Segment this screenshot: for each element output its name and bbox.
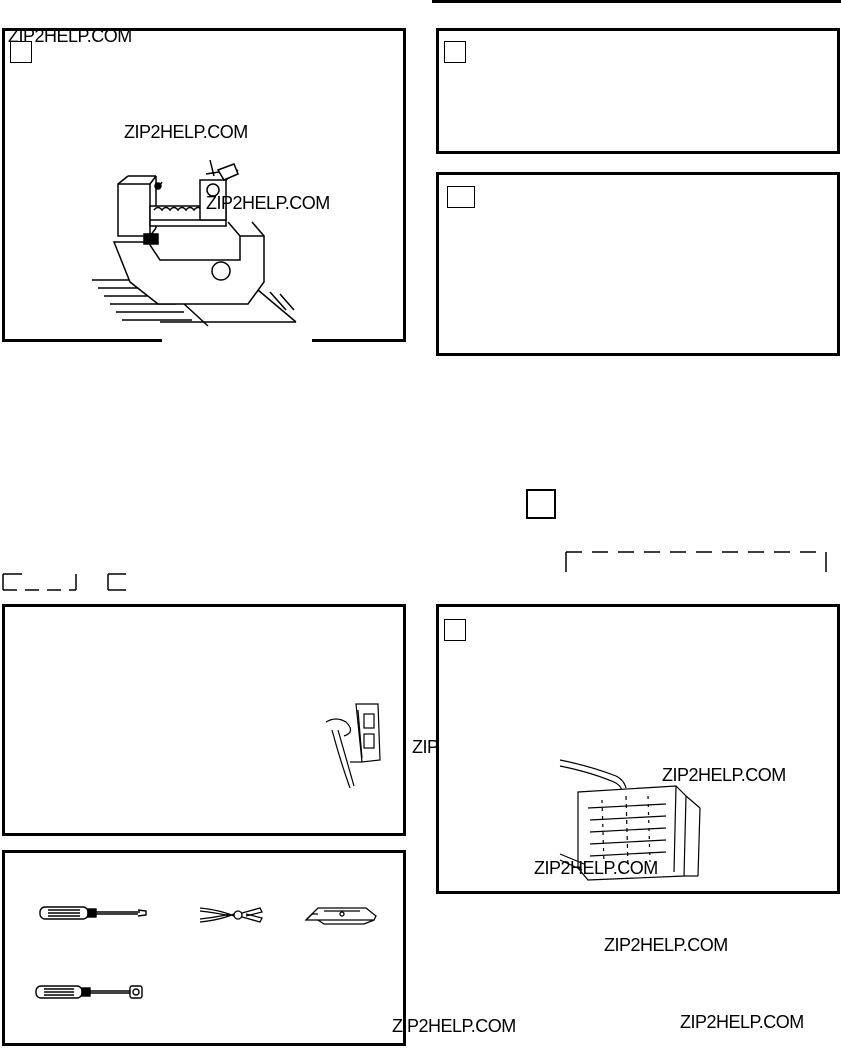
pliers-icon xyxy=(199,907,263,923)
nut-driver-icon xyxy=(35,985,143,999)
step-number-box xyxy=(447,186,475,208)
dashed-bracket-left xyxy=(2,573,126,591)
watermark: ZIP2HELP.COM xyxy=(662,765,786,785)
panel-step-4 xyxy=(2,604,406,836)
panel-tools xyxy=(2,850,406,1046)
watermark: ZIP2HELP.COM xyxy=(604,935,728,955)
utility-knife-icon xyxy=(304,907,377,925)
icemaker-icon xyxy=(92,159,297,327)
watermark: ZIP2HELP.COM xyxy=(124,122,248,142)
step-number-box xyxy=(10,41,32,63)
panel-step-6 xyxy=(436,604,840,894)
panel-icemaker-border-gap xyxy=(162,337,312,343)
step-number-box xyxy=(444,619,466,641)
dashed-bracket xyxy=(565,551,827,572)
watermark: ZIP2HELP.COM xyxy=(206,193,330,213)
flat-screwdriver-icon xyxy=(39,906,147,920)
watermark: ZIP2HELP.COM xyxy=(392,1016,516,1036)
freezer-interior-icon xyxy=(559,759,701,881)
watermark: ZIP2HELP.COM xyxy=(680,1012,804,1032)
step-number-box xyxy=(444,41,466,63)
step-number-box xyxy=(526,489,556,519)
wire-harness-icon xyxy=(325,703,381,789)
watermark: ZIP2HELP.COM xyxy=(534,858,658,878)
panel-step-2 xyxy=(436,28,840,154)
top-rule xyxy=(432,0,841,3)
panel-step-3 xyxy=(436,172,840,356)
watermark: ZIP2HELP.COM xyxy=(8,26,132,46)
